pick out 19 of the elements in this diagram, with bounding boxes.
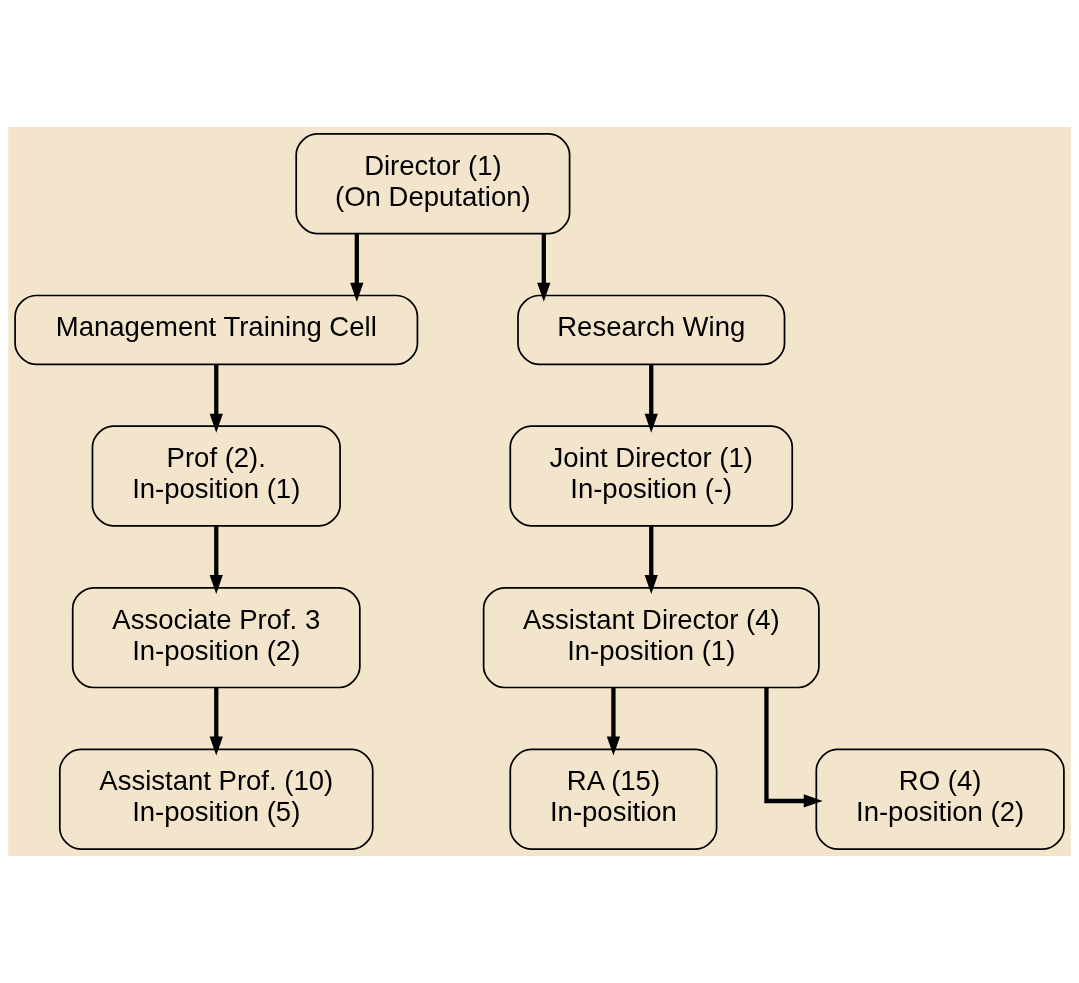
node-box: Management Training Cell bbox=[14, 294, 419, 366]
node-box: RA (15) In-position bbox=[509, 748, 718, 850]
arrow bbox=[644, 364, 658, 433]
node-box: Assistant Director (4) In-position (1) bbox=[482, 586, 820, 689]
arrow bbox=[644, 526, 658, 594]
node-box: RO (4) In-position (2) bbox=[815, 748, 1065, 850]
arrow bbox=[606, 687, 621, 756]
arrow bbox=[209, 526, 223, 594]
arrow bbox=[350, 234, 364, 302]
node-box: Research Wing bbox=[517, 294, 786, 366]
arrow bbox=[209, 687, 223, 756]
node-box: Assistant Prof. (10) In-position (5) bbox=[58, 748, 374, 850]
node-box: Prof (2). In-position (1) bbox=[91, 425, 341, 527]
node-box: Associate Prof. 3 In-position (2) bbox=[71, 586, 361, 689]
arrow bbox=[764, 687, 823, 808]
arrow bbox=[537, 234, 551, 302]
node-box: Joint Director (1) In-position (-) bbox=[509, 425, 794, 527]
node-box: Director (1) (On Deputation) bbox=[295, 133, 571, 235]
arrow bbox=[209, 364, 223, 433]
